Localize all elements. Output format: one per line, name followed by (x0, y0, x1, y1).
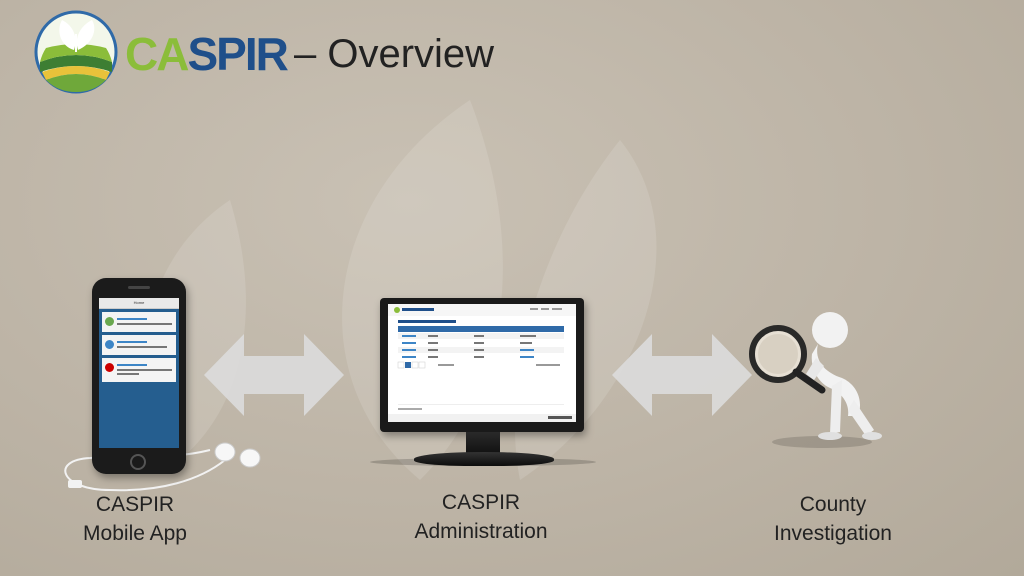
menu-item-desc-line (117, 373, 139, 375)
smartphone: Home (92, 278, 186, 474)
logo-ca-text: CA (125, 28, 189, 80)
earphones-icon (64, 442, 261, 492)
menu-item-title-line (117, 364, 147, 366)
check-icon (105, 340, 114, 349)
phone-app-header-title: Home (133, 300, 145, 305)
phone-speaker (128, 286, 150, 289)
menu-item-desc-line (117, 323, 172, 325)
double-arrow-icon-left (204, 334, 344, 416)
admin-portal-screen (388, 304, 576, 422)
caption-county-investigation: County Investigation (756, 490, 910, 548)
caption-mobile-line-1: CASPIR (95, 493, 175, 516)
caption-mobile-app: CASPIR Mobile App (60, 490, 210, 548)
caption-county-line-1: County (799, 493, 867, 516)
logo-spir-text: SPIR (187, 28, 288, 80)
phone-menu-item-new-complaint[interactable] (102, 312, 176, 332)
menu-item-title-line (117, 341, 147, 343)
caption-admin-line-1: CASPIR (441, 491, 521, 514)
plus-icon (105, 317, 114, 326)
caption-county-line-2: Investigation (774, 522, 892, 545)
info-icon (105, 363, 114, 372)
menu-item-desc-line (117, 369, 172, 371)
phone-app-header: Home (99, 298, 179, 309)
phone-screen: Home (99, 298, 179, 448)
monitor-base (414, 452, 554, 466)
menu-item-title-line (117, 318, 147, 320)
phone-home-button (130, 454, 146, 470)
caspir-logo-icon (34, 10, 118, 94)
caspir-logo-wordmark: CASPIR (125, 24, 289, 84)
caption-mobile-line-2: Mobile App (83, 522, 187, 545)
magnifying-glass-figure-icon (749, 312, 882, 448)
phone-menu-item-my-complaints[interactable] (102, 335, 176, 355)
double-arrow-icon-right (612, 334, 752, 416)
menu-item-desc-line (117, 346, 167, 348)
monitor-neck (466, 432, 500, 454)
caption-administration: CASPIR Administration (396, 488, 566, 546)
slide-title: – Overview (294, 32, 495, 76)
caption-admin-line-2: Administration (414, 520, 548, 543)
phone-menu-item-information[interactable] (102, 358, 176, 382)
desktop-monitor (380, 298, 584, 432)
